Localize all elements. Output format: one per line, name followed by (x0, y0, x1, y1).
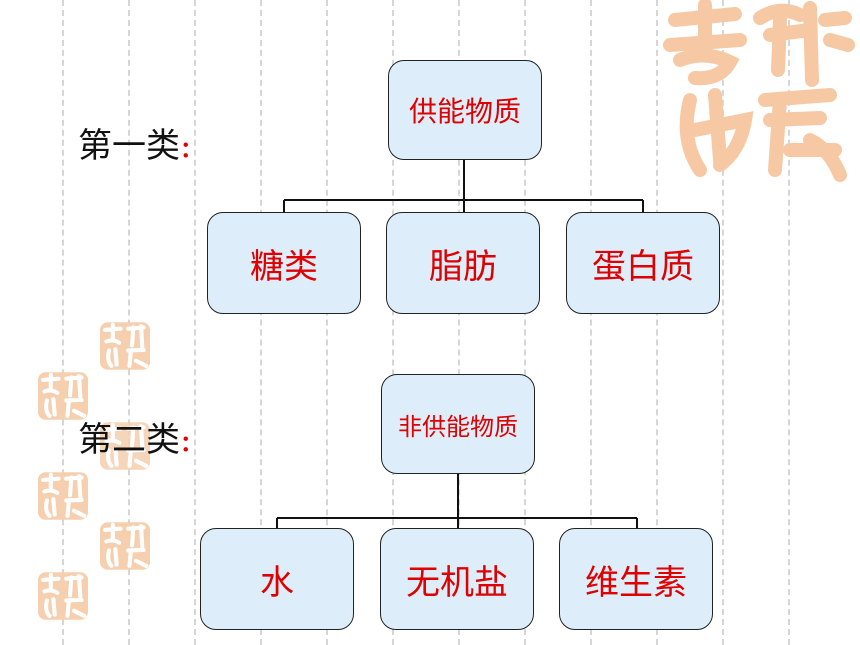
child-node-sugars: 糖类 (207, 212, 361, 314)
root-node-non-energy-substances: 非供能物质 (381, 374, 535, 474)
tree-connector-1 (283, 160, 644, 212)
seal-small-logo (38, 372, 88, 420)
seal-small-logo (100, 322, 150, 370)
category-label-2: 第二类: (78, 412, 191, 461)
grid-line (326, 0, 328, 645)
seal-small-logo (100, 422, 150, 470)
child-node-minerals: 无机盐 (380, 528, 534, 630)
grid-line (194, 0, 196, 645)
grid-line (590, 0, 592, 645)
category-label-text: 第二类 (78, 420, 180, 460)
child-node-water: 水 (200, 528, 354, 630)
category-label-1: 第一类: (78, 118, 191, 167)
grid-line (722, 0, 724, 645)
seal-large-logo (663, 0, 855, 182)
grid-line (62, 0, 64, 645)
seal-small-logo (38, 572, 88, 620)
category-label-colon: : (180, 420, 192, 460)
child-node-vitamins: 维生素 (559, 528, 713, 630)
seal-small-logo (38, 472, 88, 520)
seal-small-logo (100, 522, 150, 570)
grid-line (788, 0, 790, 645)
grid-line (524, 0, 526, 645)
grid-line (260, 0, 262, 645)
grid-line (656, 0, 658, 645)
child-node-protein: 蛋白质 (566, 212, 720, 314)
category-label-colon: : (180, 126, 192, 166)
category-label-text: 第一类 (78, 126, 180, 166)
grid-line (392, 0, 394, 645)
grid-line (458, 0, 460, 645)
tree-connector-2 (276, 474, 638, 528)
root-node-energy-substances: 供能物质 (388, 60, 542, 160)
child-node-fats: 脂肪 (386, 212, 540, 314)
